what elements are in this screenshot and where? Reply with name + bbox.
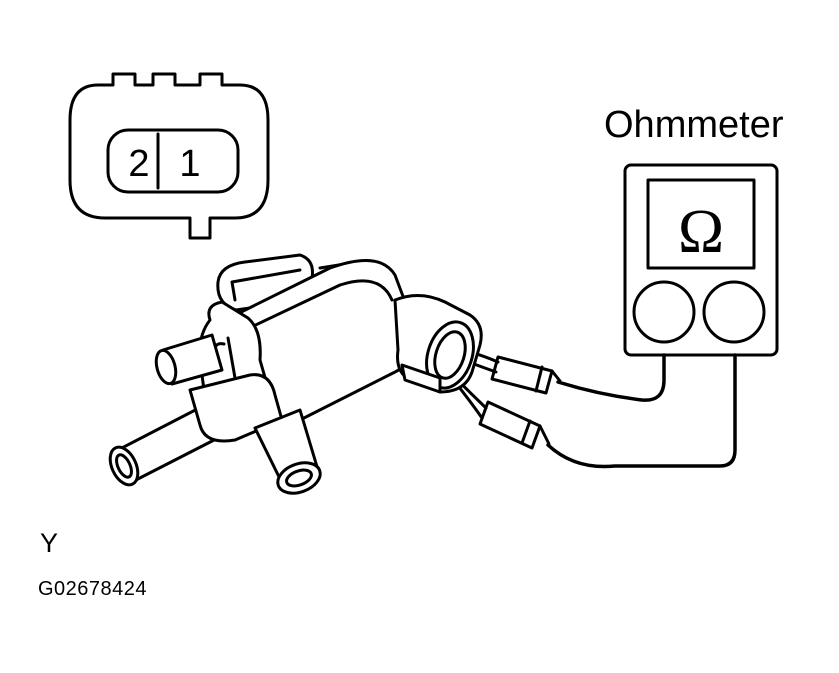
ohmmeter-terminal-right xyxy=(702,280,766,344)
test-lead-upper xyxy=(556,353,666,402)
connector-face-view: 2 1 xyxy=(68,72,270,240)
connector-pin-block xyxy=(106,128,240,194)
connector-housing xyxy=(68,72,270,240)
ohmmeter: Ω xyxy=(623,163,779,357)
ohmmeter-display xyxy=(646,178,756,270)
ohmmeter-terminal-left xyxy=(632,280,696,344)
probe-upper xyxy=(490,355,562,395)
figure-code: G02678424 xyxy=(38,578,148,600)
ohm-symbol: Ω xyxy=(678,198,724,266)
ohmmeter-label: Ohmmeter xyxy=(604,104,784,146)
figure-letter: Y xyxy=(40,528,59,558)
test-lead-lower xyxy=(546,353,737,469)
connector-pin-1: 1 xyxy=(179,143,200,185)
valve-assembly xyxy=(108,253,483,495)
probes xyxy=(436,343,562,450)
probe-lower xyxy=(478,400,551,450)
ohmmeter-body xyxy=(623,163,779,357)
test-leads xyxy=(546,353,737,469)
connector-pin-2: 2 xyxy=(128,143,149,185)
